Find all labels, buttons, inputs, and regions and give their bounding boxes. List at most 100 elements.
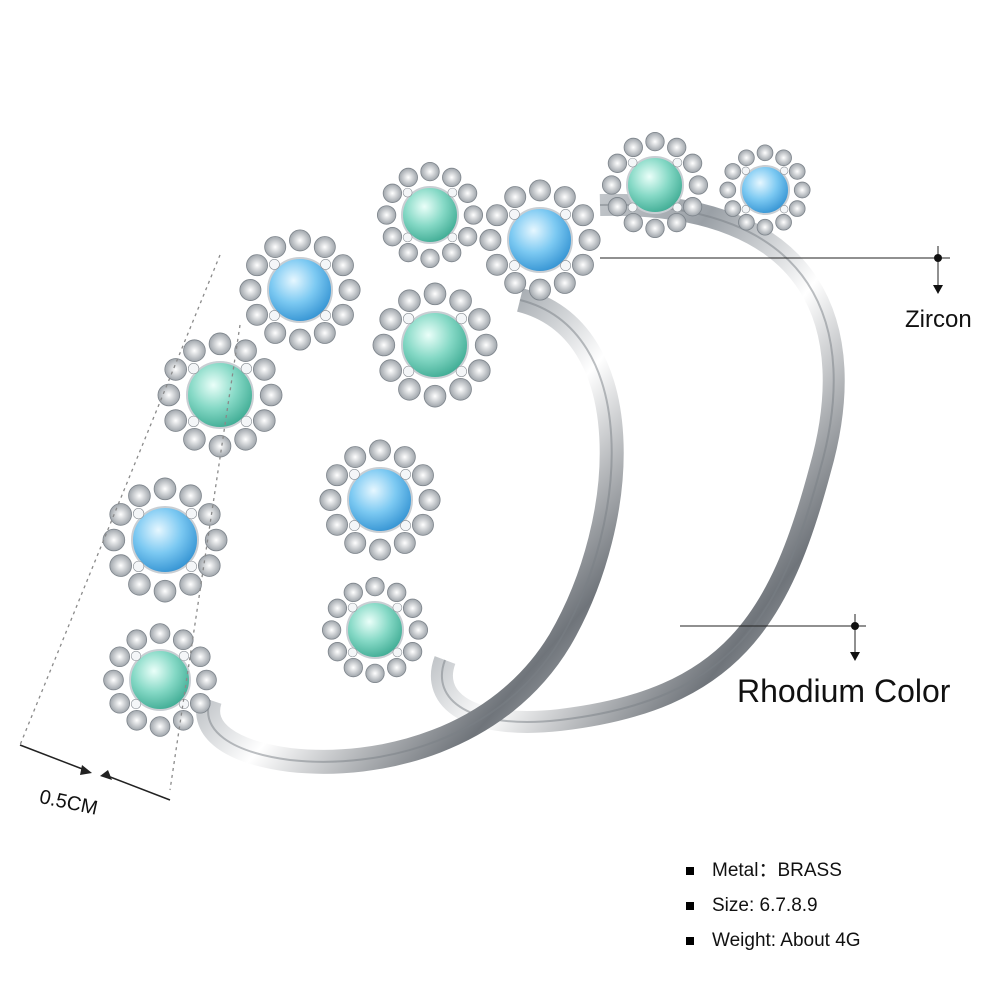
zircon-stone [189,646,211,668]
zircon-stone [423,384,447,408]
zircon-stone [234,428,257,451]
opal-stone [740,165,790,215]
zircon-stone [128,573,151,596]
zircon-stone [189,692,211,714]
spec-size: Size: 6.7.8.9 [686,888,861,923]
zircon-stone [738,149,755,167]
zircon-stone [109,503,132,526]
zircon-stone [504,186,527,209]
zircon-stone [623,137,643,158]
prong [240,363,252,375]
prong [133,560,145,572]
zircon-stone [172,709,194,731]
gem-setting [103,623,217,737]
gem-setting [157,332,283,458]
zircon-stone [239,279,262,301]
prong [240,415,252,427]
zircon-stone [756,144,774,162]
zircon-stone [504,271,527,294]
prong [400,520,412,532]
zircon-stone [208,434,232,458]
zircon-stone [183,428,206,451]
front-ring [196,288,624,774]
prong [741,205,750,214]
zircon-stone [149,716,171,737]
prong [560,208,572,220]
zircon-stone [382,183,403,203]
spec-metal: Metal：BRASS [686,853,861,888]
zircon-stone [788,200,806,217]
opal-stone [131,506,199,574]
zircon-stone [198,554,221,577]
zircon-stone [253,358,276,381]
prong [188,363,200,375]
zircon-stone [103,669,124,691]
zircon-stone [402,642,423,662]
zircon-stone [402,598,423,618]
prong [133,508,145,520]
zircon-stone [289,229,311,252]
zircon-stone [449,378,472,401]
prong [347,647,358,658]
prong [508,208,520,220]
zircon-stone [553,271,576,294]
zircon-stone [775,213,792,231]
zircon-stone [474,333,498,357]
zircon-stone [253,409,276,432]
zircon-stone [553,186,576,209]
zircon-stone [756,218,774,236]
zircon-stone [411,464,434,487]
zircon-stone [204,528,228,552]
prong [320,258,332,270]
zircon-stone [372,333,396,357]
opal-stone [507,207,573,273]
zircon-stone [327,598,348,618]
zircon-stone [365,576,385,597]
zircon-stone [387,657,407,678]
prong [178,650,190,662]
zircon-stone [719,181,737,199]
rhodium-callout [680,614,866,661]
zircon-stone [571,253,594,276]
prong [627,202,638,213]
zircon-stone [607,153,628,173]
prong [130,698,142,710]
zircon-stone [420,161,440,182]
zircon-stone [682,197,703,217]
zircon-stone [468,359,491,382]
zircon-stone [109,692,131,714]
zircon-stone [411,513,434,536]
prong [403,313,415,325]
prong [447,187,458,198]
zircon-stone [157,383,181,407]
zircon-stone [775,149,792,167]
zircon-stone [259,383,283,407]
gem-setting [319,439,441,561]
zircon-stone [172,629,194,651]
prong [402,232,413,243]
prong [185,560,197,572]
zircon-stone [449,289,472,312]
zircon-stone [738,213,755,231]
zircon-stone [344,446,367,469]
spec-weight: Weight: About 4G [686,923,861,958]
prong [447,232,458,243]
prong [268,258,280,270]
zircon-stone [109,646,131,668]
zircon-stone [393,531,416,554]
zircon-stone [387,582,407,603]
opal-stone [129,649,191,711]
zircon-stone [369,439,391,462]
zircon-stone [420,248,440,269]
zircon-stone [486,253,509,276]
zircon-stone [486,204,509,227]
opal-stone [347,467,413,533]
zircon-stone [343,657,363,678]
prong [268,310,280,322]
prong [402,187,413,198]
zircon-stone [379,308,402,331]
zircon-stone [246,254,269,277]
zircon-stone [369,538,391,561]
prong [320,310,332,322]
zircon-stone [208,332,232,356]
